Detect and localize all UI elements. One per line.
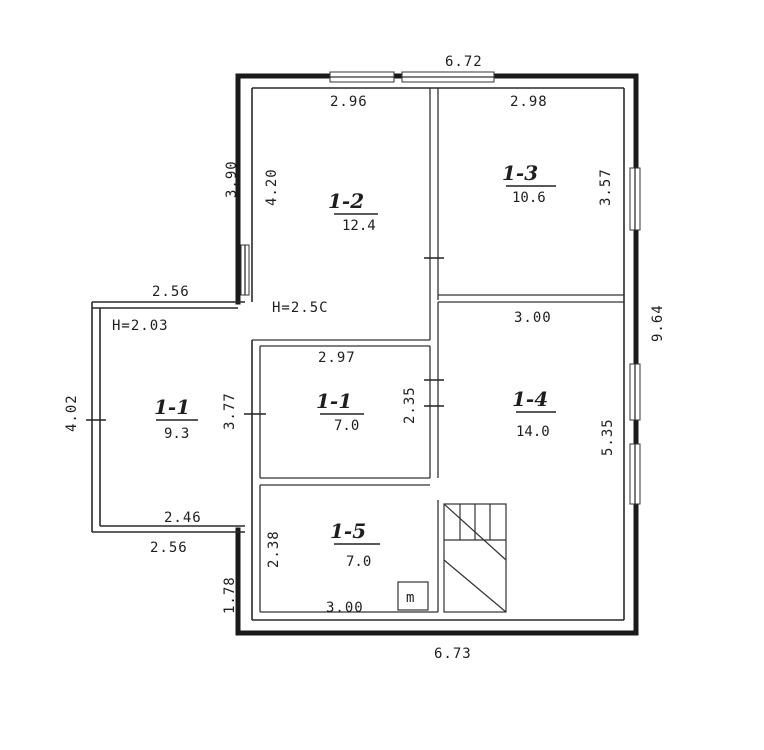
room-width-dim: 2.97: [318, 350, 356, 366]
room-width-dim: 3.00: [514, 310, 552, 326]
room-label: 1-4: [512, 387, 548, 411]
wing-bottom-inner-dim: 2.46: [164, 510, 202, 526]
room-width-dim: 3.00: [326, 600, 364, 616]
room-height-dim: 2.35: [402, 386, 418, 424]
bottom-overall-dim: 6.73: [434, 646, 472, 662]
middle-left-height-dim: 3.77: [222, 392, 238, 430]
windows: [240, 71, 641, 505]
door-marks: [86, 257, 444, 421]
room-height-dim: 3.57: [598, 168, 614, 206]
room-area: 12.4: [342, 218, 376, 234]
room-1-5: 2.38 1-5 7.0 3.00: [266, 519, 380, 616]
overall-dimensions: 6.72 6.73 9.64 4.02 3.90 2.56 2.46 2.56 …: [64, 54, 666, 662]
interior-walls: [252, 88, 624, 613]
room-1-1-centre: 2.97 2.35 1-1 7.0: [316, 350, 418, 434]
room-height-dim: 2.38: [266, 530, 282, 568]
stove: m: [397, 581, 429, 611]
wing-bottom-outer-dim: 2.56: [150, 540, 188, 556]
wing-height-dim: 4.02: [64, 394, 80, 432]
room-1-1-wing: H=2.03 1-1 9.3: [112, 318, 198, 442]
room-height-dim: 4.20: [264, 168, 280, 206]
room-width-dim: 2.98: [510, 94, 548, 110]
room-1-3: 2.98 3.57 1-3 10.6: [502, 94, 614, 206]
room-area: 7.0: [346, 554, 371, 570]
room-height-note: H=2.5C: [272, 300, 329, 316]
room-label: 1-3: [502, 161, 538, 185]
room-1-2: 2.96 4.20 1-2 12.4 H=2.5C: [264, 94, 378, 316]
room-height-dim: 5.35: [600, 418, 616, 456]
stairs: [443, 503, 507, 613]
room-label: 1-2: [328, 189, 364, 213]
stove-mark: m: [406, 590, 415, 606]
room-height-note: H=2.03: [112, 318, 169, 334]
room-area: 10.6: [512, 190, 546, 206]
top-overall-dim: 6.72: [445, 54, 483, 70]
wing-bottom-step-dim: 1.78: [222, 576, 238, 614]
room-width-dim: 2.96: [330, 94, 368, 110]
room-1-4: 3.00 5.35 1-4 14.0: [512, 310, 616, 456]
room-label: 1-1: [316, 389, 352, 413]
room-area: 9.3: [164, 426, 189, 442]
right-overall-dim: 9.64: [650, 304, 666, 342]
room-label: 1-5: [330, 519, 366, 543]
upper-left-height-dim: 3.90: [224, 160, 240, 198]
wing-top-width-dim: 2.56: [152, 284, 190, 300]
room-area: 14.0: [516, 424, 550, 440]
room-label: 1-1: [154, 395, 190, 419]
room-area: 7.0: [334, 418, 359, 434]
